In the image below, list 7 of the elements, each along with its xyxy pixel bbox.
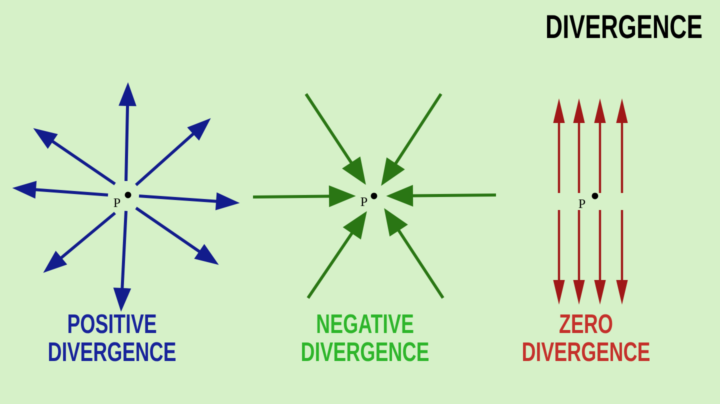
point-label: P — [578, 199, 586, 208]
title: DIVERGENCE — [547, 14, 702, 38]
caption: NEGATIVE DIVERGENCE — [302, 314, 429, 362]
caption: ZERO DIVERGENCE — [523, 314, 650, 362]
point-label: P — [360, 197, 368, 206]
caption: POSITIVE DIVERGENCE — [49, 314, 176, 362]
point-label: P — [114, 198, 120, 207]
